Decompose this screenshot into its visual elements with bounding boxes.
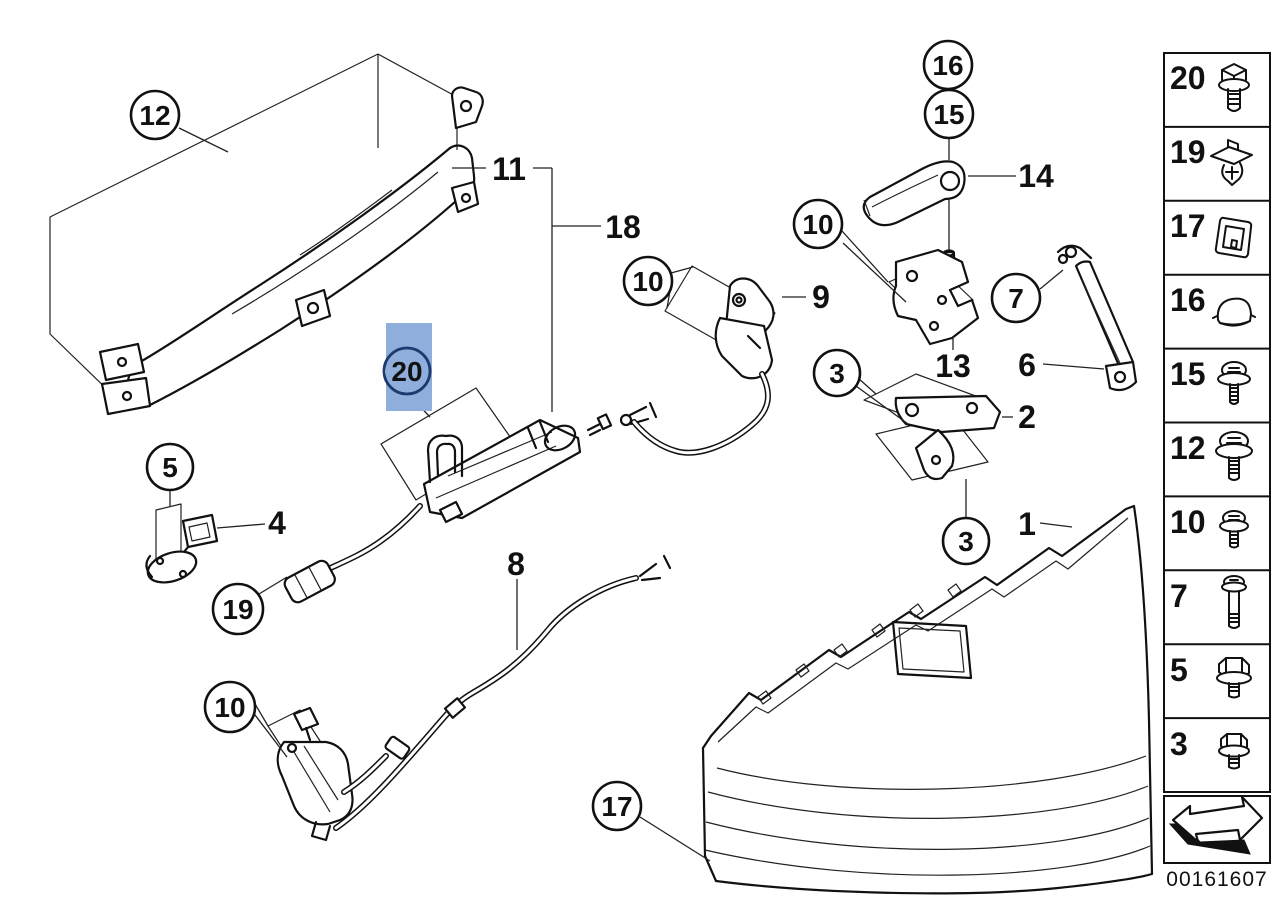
- svg-text:5[interactable]: 5: [162, 452, 178, 483]
- torx-screw-washer-small-icon: [1219, 510, 1249, 549]
- svg-text:19[interactable]: 19: [222, 594, 253, 625]
- part-lock-barrel-assembly: [283, 387, 658, 604]
- fastener-legend: 20 19 17 16: [1163, 52, 1271, 891]
- circled-callouts: 12 10 16 15 10 7 3 3: [129, 39, 1042, 832]
- torx-screw-washer-icon: [1217, 361, 1251, 405]
- label-6[interactable]: 6: [1018, 347, 1036, 383]
- label-13[interactable]: 13: [935, 348, 971, 384]
- svg-text:7[interactable]: 7: [1008, 283, 1024, 314]
- svg-text:20[interactable]: 20: [391, 356, 422, 387]
- label-1[interactable]: 1: [1018, 506, 1036, 542]
- highlight-circle: [382, 346, 432, 396]
- direction-arrow-cell: [1163, 795, 1271, 864]
- svg-text:15[interactable]: 15: [933, 99, 964, 130]
- legend-row-16[interactable]: 16: [1170, 282, 1256, 327]
- svg-text:10[interactable]: 10: [802, 209, 833, 240]
- callout-5[interactable]: 5: [145, 442, 195, 492]
- svg-text:10[interactable]: 10: [632, 266, 663, 297]
- callout-10-center[interactable]: 10: [622, 255, 674, 307]
- label-14[interactable]: 14: [1018, 158, 1054, 194]
- callout-10-right[interactable]: 10: [792, 198, 844, 250]
- label-18[interactable]: 18: [605, 209, 641, 245]
- hex-flange-bolt-icon: [1216, 657, 1252, 699]
- svg-text:16[interactable]: 16: [932, 50, 963, 81]
- torx-screw-washer-large-icon: [1215, 431, 1253, 481]
- part-lower-tailgate-panel: [701, 504, 1154, 895]
- label-8[interactable]: 8: [507, 546, 525, 582]
- direction-arrow-icon: [1171, 795, 1264, 844]
- callout-7[interactable]: 7: [990, 272, 1042, 324]
- callout-3-lower[interactable]: 3: [941, 516, 991, 566]
- part-upper-latch: [631, 265, 776, 456]
- label-4[interactable]: 4: [268, 505, 286, 541]
- label-9[interactable]: 9: [812, 279, 830, 315]
- legend-row-10[interactable]: 10: [1170, 504, 1249, 549]
- svg-text:15[interactable]: 15: [1170, 356, 1206, 392]
- svg-text:10[interactable]: 10: [214, 692, 245, 723]
- svg-text:12[interactable]: 12: [1170, 430, 1206, 466]
- svg-text:5[interactable]: 5: [1170, 652, 1188, 688]
- part-handle-bracket: [888, 248, 980, 346]
- callout-20-highlighted[interactable]: 20: [382, 323, 432, 411]
- svg-text:20[interactable]: 20: [1170, 60, 1206, 96]
- cover-cap-icon: [1214, 216, 1253, 259]
- hex-flange-bolt-small-icon: [1218, 733, 1250, 770]
- svg-text:17[interactable]: 17: [601, 791, 632, 822]
- legend-row-7[interactable]: 7: [1170, 575, 1247, 629]
- legend-row-17[interactable]: 17: [1170, 208, 1253, 259]
- svg-text:3[interactable]: 3: [829, 358, 845, 389]
- legend-row-5[interactable]: 5: [1170, 652, 1252, 699]
- diagram-id-number: 00161607: [1166, 868, 1267, 891]
- svg-text:19[interactable]: 19: [1170, 134, 1206, 170]
- blanking-cap-icon: [1212, 297, 1256, 327]
- part-lock-actuator: [267, 554, 672, 842]
- svg-text:3[interactable]: 3: [958, 526, 974, 557]
- callout-19[interactable]: 19: [211, 582, 265, 636]
- svg-text:17[interactable]: 17: [1170, 208, 1206, 244]
- part-striker-plate: [145, 503, 219, 584]
- svg-text:7[interactable]: 7: [1170, 578, 1188, 614]
- part-gas-strut: [1056, 244, 1138, 392]
- part-trunk-lid-carrier-bracket: [49, 53, 484, 416]
- legend-row-20[interactable]: 20: [1170, 60, 1250, 112]
- svg-text:12[interactable]: 12: [139, 100, 170, 131]
- label-11[interactable]: 11: [492, 151, 526, 187]
- hex-flange-screw-icon: [1218, 63, 1250, 112]
- callout-10-lower[interactable]: 10: [203, 680, 257, 734]
- legend-row-12[interactable]: 12: [1170, 430, 1253, 481]
- svg-text:10[interactable]: 10: [1170, 504, 1206, 540]
- highlight-box: [386, 323, 432, 411]
- callout-3-upper[interactable]: 3: [812, 348, 862, 398]
- legend-row-3[interactable]: 3: [1170, 726, 1250, 770]
- legend-row-15[interactable]: 15: [1170, 356, 1251, 405]
- label-2[interactable]: 2: [1018, 399, 1036, 435]
- part-tailgate-hinge: [863, 373, 1002, 481]
- torx-bolt-long-icon: [1221, 575, 1247, 629]
- callout-16[interactable]: 16: [922, 39, 974, 91]
- expansion-clip-icon: [1210, 139, 1253, 186]
- callout-15[interactable]: 15: [923, 88, 975, 140]
- callout-12[interactable]: 12: [129, 89, 181, 141]
- svg-text:16[interactable]: 16: [1170, 282, 1206, 318]
- legend-row-19[interactable]: 19: [1170, 134, 1253, 186]
- callout-17[interactable]: 17: [591, 780, 643, 832]
- part-number-labels: 11 18 9 14 13 6 2 1 4 8: [268, 151, 1054, 582]
- svg-text:3[interactable]: 3: [1170, 726, 1188, 762]
